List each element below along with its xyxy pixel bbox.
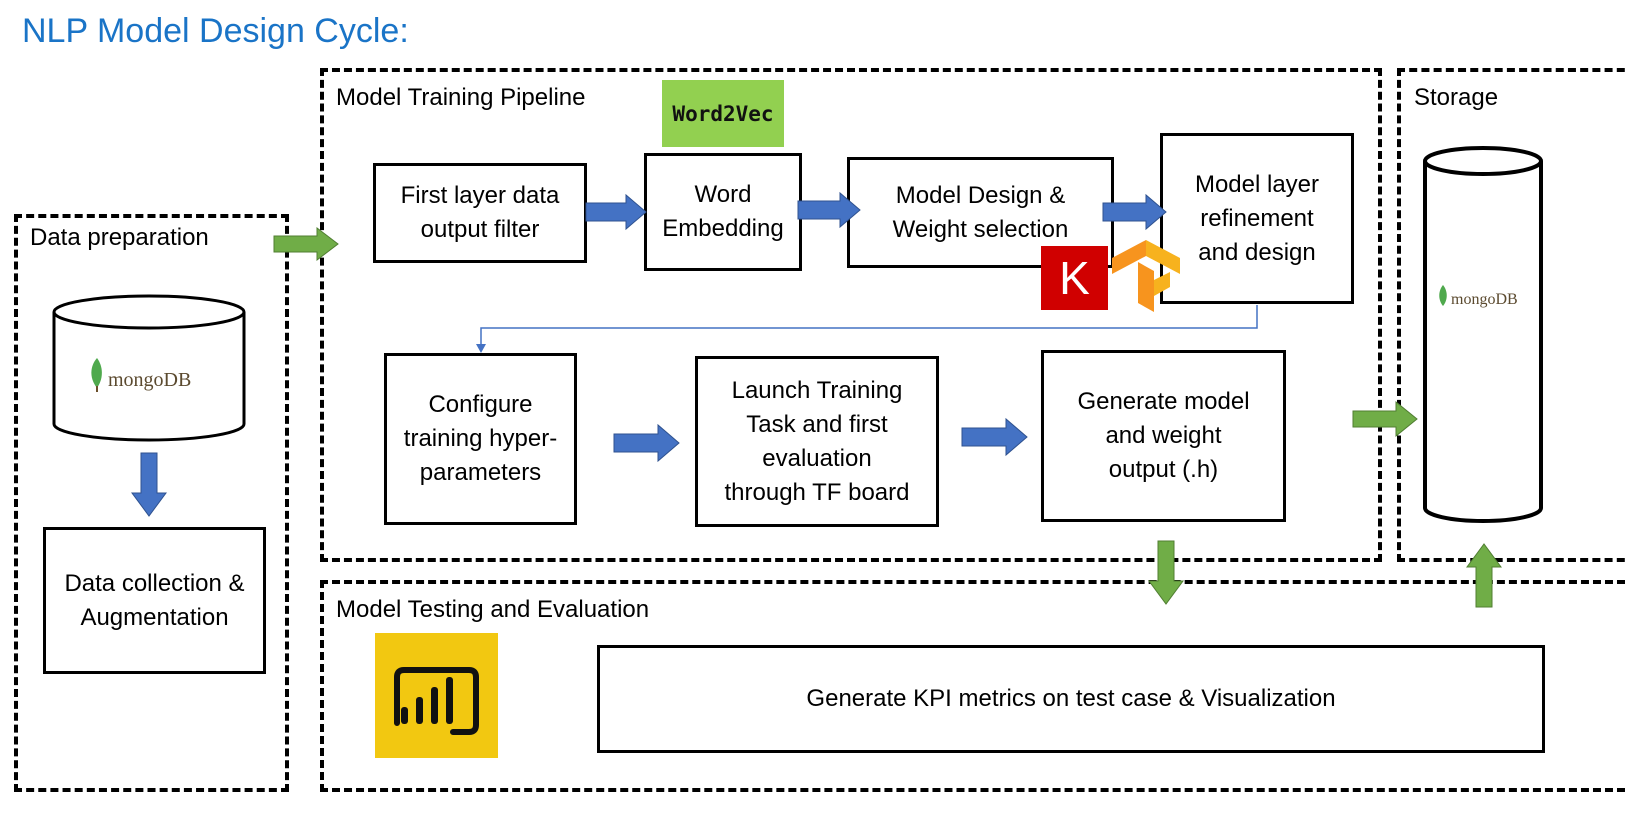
tensorflow-logo bbox=[1112, 240, 1180, 312]
storage-label: Storage bbox=[1414, 84, 1499, 111]
arrow-prep-to-pipeline bbox=[273, 226, 339, 262]
generate-model-text: Generate model and weight output (.h) bbox=[1077, 388, 1250, 483]
word-embedding-text: Word Embedding bbox=[662, 181, 784, 242]
arrow-first-to-embedding bbox=[585, 193, 647, 231]
model-layer-refinement-box: Model layer refinement and design bbox=[1160, 133, 1354, 304]
mongodb-storage-leaf-icon bbox=[1439, 285, 1447, 306]
arrow-db-to-collection bbox=[131, 452, 167, 517]
connector-layer-to-configure bbox=[476, 305, 1258, 353]
storage-region bbox=[1397, 68, 1627, 562]
launch-training-text: Launch Training Task and first evaluatio… bbox=[724, 376, 910, 506]
mongodb-logo-text: mongoDB bbox=[108, 369, 191, 391]
arrow-testing-to-storage bbox=[1466, 543, 1502, 608]
data-collection-text: Data collection & Augmentation bbox=[64, 569, 245, 631]
testing-region bbox=[320, 580, 1627, 792]
data-collection-box: Data collection & Augmentation bbox=[43, 527, 266, 674]
kpi-metrics-box: Generate KPI metrics on test case & Visu… bbox=[597, 645, 1545, 753]
data-prep-database-cylinder bbox=[52, 294, 246, 442]
launch-training-box: Launch Training Task and first evaluatio… bbox=[695, 356, 939, 527]
mongodb-storage-logo-text: mongoDB bbox=[1451, 291, 1518, 308]
configure-hyperparameters-text: Configure training hyper- parameters bbox=[403, 391, 558, 486]
model-layer-refinement-text: Model layer refinement and design bbox=[1194, 170, 1320, 266]
word2vec-logo-text: Word2Vec bbox=[672, 101, 774, 126]
data-preparation-label: Data preparation bbox=[30, 224, 209, 251]
generate-model-box: Generate model and weight output (.h) bbox=[1041, 350, 1286, 522]
keras-logo-text: K bbox=[1059, 252, 1090, 304]
mongodb-leaf-icon bbox=[91, 358, 102, 392]
data-preparation-region bbox=[14, 214, 289, 792]
testing-label: Model Testing and Evaluation bbox=[336, 596, 650, 623]
first-layer-filter-box: First layer data output filter bbox=[373, 163, 587, 263]
arrow-launch-to-generate bbox=[961, 417, 1028, 457]
word2vec-logo: Word2Vec bbox=[662, 80, 784, 147]
model-design-text: Model Design & Weight selection bbox=[892, 181, 1069, 243]
configure-hyperparameters-box: Configure training hyper- parameters bbox=[384, 353, 577, 525]
power-bi-icon bbox=[394, 667, 479, 735]
arrow-pipeline-to-testing bbox=[1148, 540, 1184, 605]
training-pipeline-region bbox=[320, 68, 1382, 562]
arrow-pipeline-to-storage bbox=[1352, 400, 1418, 438]
arrow-design-to-layer bbox=[1102, 193, 1167, 231]
word-embedding-box: Word Embedding bbox=[644, 153, 802, 271]
keras-logo: K bbox=[1041, 246, 1108, 310]
arrow-configure-to-launch bbox=[613, 423, 680, 463]
power-bi-logo bbox=[375, 633, 498, 758]
storage-database-cylinder bbox=[1423, 146, 1543, 523]
first-layer-filter-text: First layer data output filter bbox=[400, 182, 560, 243]
kpi-metrics-text: Generate KPI metrics on test case & Visu… bbox=[806, 685, 1336, 712]
arrow-embedding-to-design bbox=[797, 191, 861, 229]
page-title: NLP Model Design Cycle: bbox=[22, 12, 409, 50]
training-pipeline-label: Model Training Pipeline bbox=[336, 84, 586, 111]
